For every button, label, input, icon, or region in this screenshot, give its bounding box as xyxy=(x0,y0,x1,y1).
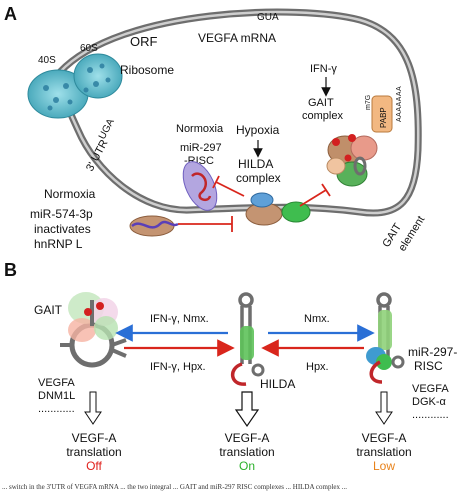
genes-left-3: ............ xyxy=(38,403,75,415)
mir297-hairpin-icon xyxy=(366,292,405,384)
outcome-right-2: translation xyxy=(356,445,411,459)
label-orf: ORF xyxy=(130,34,158,49)
caption-text: ... switch in the 3'UTR of VEGFA mRNA ..… xyxy=(2,483,347,491)
label-m7g: m7G xyxy=(365,95,372,110)
label-gua: GUA xyxy=(257,12,279,23)
label-gait-complex-1: GAIT xyxy=(308,97,334,109)
mir297-risc-icon xyxy=(182,161,218,211)
outcome-left-status: Off xyxy=(86,459,102,473)
hilda-complex-icon xyxy=(245,192,311,226)
outcome-right-status: Low xyxy=(373,459,395,473)
label-arrow-bottom-right: Hpx. xyxy=(306,361,329,373)
label-mir297-b-1: miR-297- xyxy=(408,345,457,359)
label-arrow-top-left: IFN-γ, Nmx. xyxy=(150,313,209,325)
label-gait-element-2: element xyxy=(396,214,427,254)
down-arrow-left xyxy=(84,391,102,425)
outcome-mid-2: translation xyxy=(219,445,274,459)
label-mrna: VEGFA mRNA xyxy=(198,31,276,45)
label-ifn: IFN-γ xyxy=(310,63,337,75)
label-uga: UGA xyxy=(97,117,117,142)
pabp-icon xyxy=(371,95,393,133)
inhibit-line-hilda xyxy=(299,189,327,207)
outcome-left-1: VEGF-A xyxy=(72,431,117,445)
label-polya: AAAAAAA xyxy=(396,86,403,122)
label-mir297-b-2: RISC xyxy=(414,359,443,373)
label-pabp: PABP xyxy=(379,107,388,128)
label-hypoxia: Hypoxia xyxy=(236,123,280,137)
genes-right-2: DGK-α xyxy=(412,396,447,408)
label-mir297-1: miR-297 xyxy=(180,142,222,154)
outcome-mid-status: On xyxy=(239,459,255,473)
gait-stemloop-icon xyxy=(60,292,127,368)
down-arrow-right xyxy=(375,391,393,425)
label-hilda-b: HILDA xyxy=(260,377,295,391)
label-mir574-2: inactivates xyxy=(34,222,91,236)
label-40s: 40S xyxy=(38,55,56,66)
hilda-hairpin-icon xyxy=(231,292,265,386)
label-mir574-1: miR-574-3p xyxy=(30,207,93,221)
label-ribosome: Ribosome xyxy=(120,63,174,77)
label-gait-b: GAIT xyxy=(34,303,63,317)
label-60s: 60S xyxy=(80,43,98,54)
label-normoxia-2: Normoxia xyxy=(44,187,96,201)
label-hilda-1: HILDA xyxy=(238,157,273,171)
down-arrow-middle xyxy=(234,391,260,428)
label-gait-complex-2: complex xyxy=(302,110,343,122)
label-arrow-top-right: Nmx. xyxy=(304,313,330,325)
genes-right-3: ............ xyxy=(412,409,449,421)
panel-b-label: B xyxy=(4,260,17,280)
genes-left-2: DNM1L xyxy=(38,390,75,402)
label-mir574-3: hnRNP L xyxy=(34,237,83,251)
outcome-right-1: VEGF-A xyxy=(362,431,407,445)
panel-a-label: A xyxy=(4,4,17,24)
outcome-mid-1: VEGF-A xyxy=(225,431,270,445)
outcome-left-2: translation xyxy=(66,445,121,459)
label-hilda-2: complex xyxy=(236,171,281,185)
ribosome-icon xyxy=(27,53,123,119)
genes-right-1: VEGFA xyxy=(412,383,449,395)
inhibit-line-mir297 xyxy=(215,181,245,197)
gait-complex-icon xyxy=(326,134,378,187)
label-arrow-bottom-left: IFN-γ, Hpx. xyxy=(150,361,206,373)
label-normoxia-1: Normoxia xyxy=(176,123,224,135)
genes-left-1: VEGFA xyxy=(38,377,75,389)
hnrnp-l-icon xyxy=(129,215,179,237)
